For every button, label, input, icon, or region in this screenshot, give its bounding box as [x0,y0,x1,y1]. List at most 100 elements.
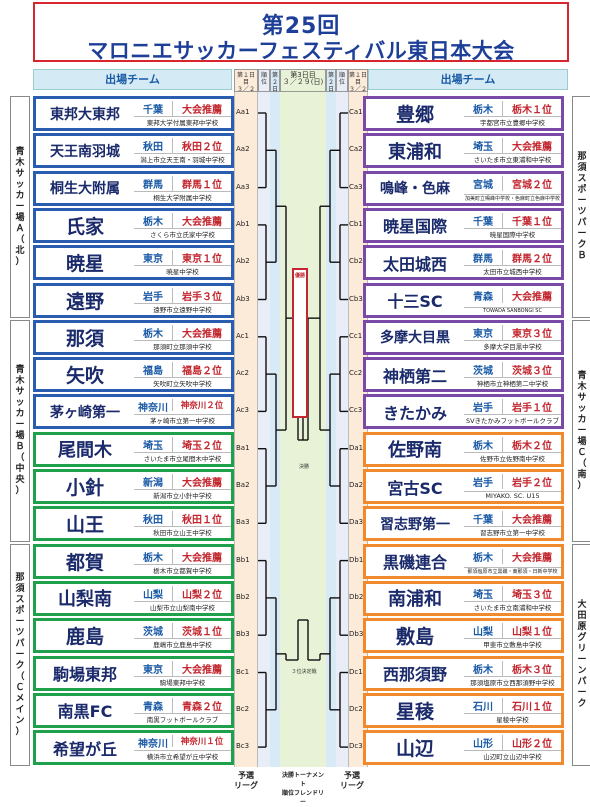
team-name: 氏家 [65,215,104,238]
venue-char: 木 [577,381,587,392]
venue-char: ポ [577,185,587,195]
venue-char: ン [577,666,587,676]
team-school: 山梨市立山梨南中学校 [134,600,231,612]
team-qualification: 大会推薦 [172,212,231,228]
venue-char: 那 [577,152,587,162]
group-code: Bb2 [236,592,250,601]
team-school: 那須塩原市立西那須野中学校 [464,675,561,687]
team-school: 遠野市立遠野中学校 [134,302,231,314]
team-school: TOWADA SANBONGI SC [464,306,561,314]
group-code: Cc1 [349,331,363,340]
group-code: Da3 [349,518,364,527]
venue-char: ー [577,688,587,698]
team-name: 尾間木 [58,440,112,462]
team-qualification: 埼玉２位 [172,436,231,452]
team-prefecture: 東京 [143,254,163,266]
venue-char: ー [577,425,587,436]
team-qualification: 大会推薦 [502,287,561,303]
team-card: 尾間木埼玉埼玉２位さいたま市立尾間木中学校 [33,431,234,467]
team-qualification: 神奈川２位 [172,399,231,412]
team-school: 那須塩原市立黒磯・東那須・日新中学校 [464,566,561,575]
group-code: Ac3 [236,406,249,415]
team-qualification: 山梨２位 [172,585,231,601]
venue-char: メ [15,693,25,704]
team-prefecture: 岩手 [473,403,493,415]
team-qualification: 群馬１位 [172,175,231,191]
team-school: 星稜中学校 [464,712,561,724]
group-code: Ac1 [236,331,249,340]
team-card: 鹿島茨城茨城１位鹿嶋市立鹿島中学校 [33,618,234,654]
team-card: 習志野第一千葉大会推薦習志野市立第一中学校 [363,506,564,542]
team-prefecture: 山梨 [143,589,163,601]
team-school: MIYAKO. SC. U15 [464,491,561,500]
team-qualification: 茨城１位 [172,623,231,639]
group-code: Bb1 [236,555,250,564]
venue-char: カ [577,414,587,425]
venue-char: ツ [577,207,587,217]
group-code: Cc2 [349,369,363,378]
team-school: さいたま市立南浦和中学校 [464,600,561,612]
venue-char: 南 [577,469,587,480]
team-card: 黒磯連合栃木大会推薦那須塩原市立黒磯・東那須・日新中学校 [363,543,564,579]
team-prefecture: 千葉 [473,216,493,228]
team-school: 駒場東邦中学校 [134,675,231,687]
venue-char: ー [577,196,587,206]
group-code: Bc1 [236,667,250,676]
team-card: 小針新潟大会推薦新潟市立小針中学校 [33,469,234,504]
team-qualification: 大会推薦 [172,101,231,116]
venue-char: パ [15,638,25,649]
team-prefecture: 栃木 [143,216,163,228]
team-qualification: 山梨１位 [502,623,561,639]
team-name: 東浦和 [388,141,442,163]
team-card: 多摩大目黒東京東京３位多摩大学目黒中学校 [363,319,564,355]
team-qualification: 青森２位 [172,697,231,713]
team-name: 星稜 [395,700,434,723]
group-code: Ba2 [236,481,250,489]
title-line1: 第25回 [261,14,341,39]
team-card: 豊郷栃木栃木１位宇都宮市立豊郷中学校 [363,96,564,131]
group-code: Ba3 [236,518,250,527]
team-card: 都賀栃木大会推薦栃木市立都賀中学校 [33,543,234,579]
team-prefecture: 岩手 [473,478,493,489]
team-prefecture: 埼玉 [143,440,163,452]
group-code: Da2 [349,481,364,489]
group-code: Ca2 [349,145,363,154]
team-qualification: 岩手３位 [172,287,231,303]
team-card: 矢吹福島福島２位矢吹町立矢吹中学校 [33,357,234,393]
team-name: 神栖第二 [382,366,447,386]
team-card: 氏家栃木大会推薦さくら市立氏家中学校 [33,207,234,243]
team-qualification: 栃木２位 [502,436,561,452]
team-name: 佐野南 [388,440,442,462]
team-prefecture: 栃木 [473,105,493,116]
venue-char: ッ [577,403,587,414]
team-card: 敷島山梨山梨１位甲斐市立敷島中学校 [363,618,564,654]
venue-char: 中 [15,464,25,474]
team-school: さいたま市立東浦和中学校 [464,153,561,164]
venue-char: パ [577,677,587,687]
venue-char: 木 [15,157,25,168]
team-qualification: 埼玉３位 [502,585,561,601]
team-name: 駒場東邦 [52,665,117,684]
team-card: 山辺山形山形２位山辺町立山辺中学校 [363,730,564,766]
team-name: きたかみ [382,403,447,423]
group-code: Dc3 [349,742,363,751]
team-prefecture: 東京 [143,664,163,676]
team-school: 秋田市立山王中学校 [134,526,231,537]
team-qualification: 宮城２位 [502,175,561,191]
venue-char: 田 [577,611,587,621]
team-qualification: 神奈川１位 [172,735,231,748]
venue-char: 大 [577,600,587,610]
team-prefecture: 秋田 [143,515,163,527]
venue-char: 原 [577,622,587,632]
venue-char: ） [15,256,25,267]
venue-char: ッ [15,398,25,408]
venue-right-3-label: 大田原グリーンパーク [577,600,586,710]
team-name: 暁星国際 [382,217,447,237]
